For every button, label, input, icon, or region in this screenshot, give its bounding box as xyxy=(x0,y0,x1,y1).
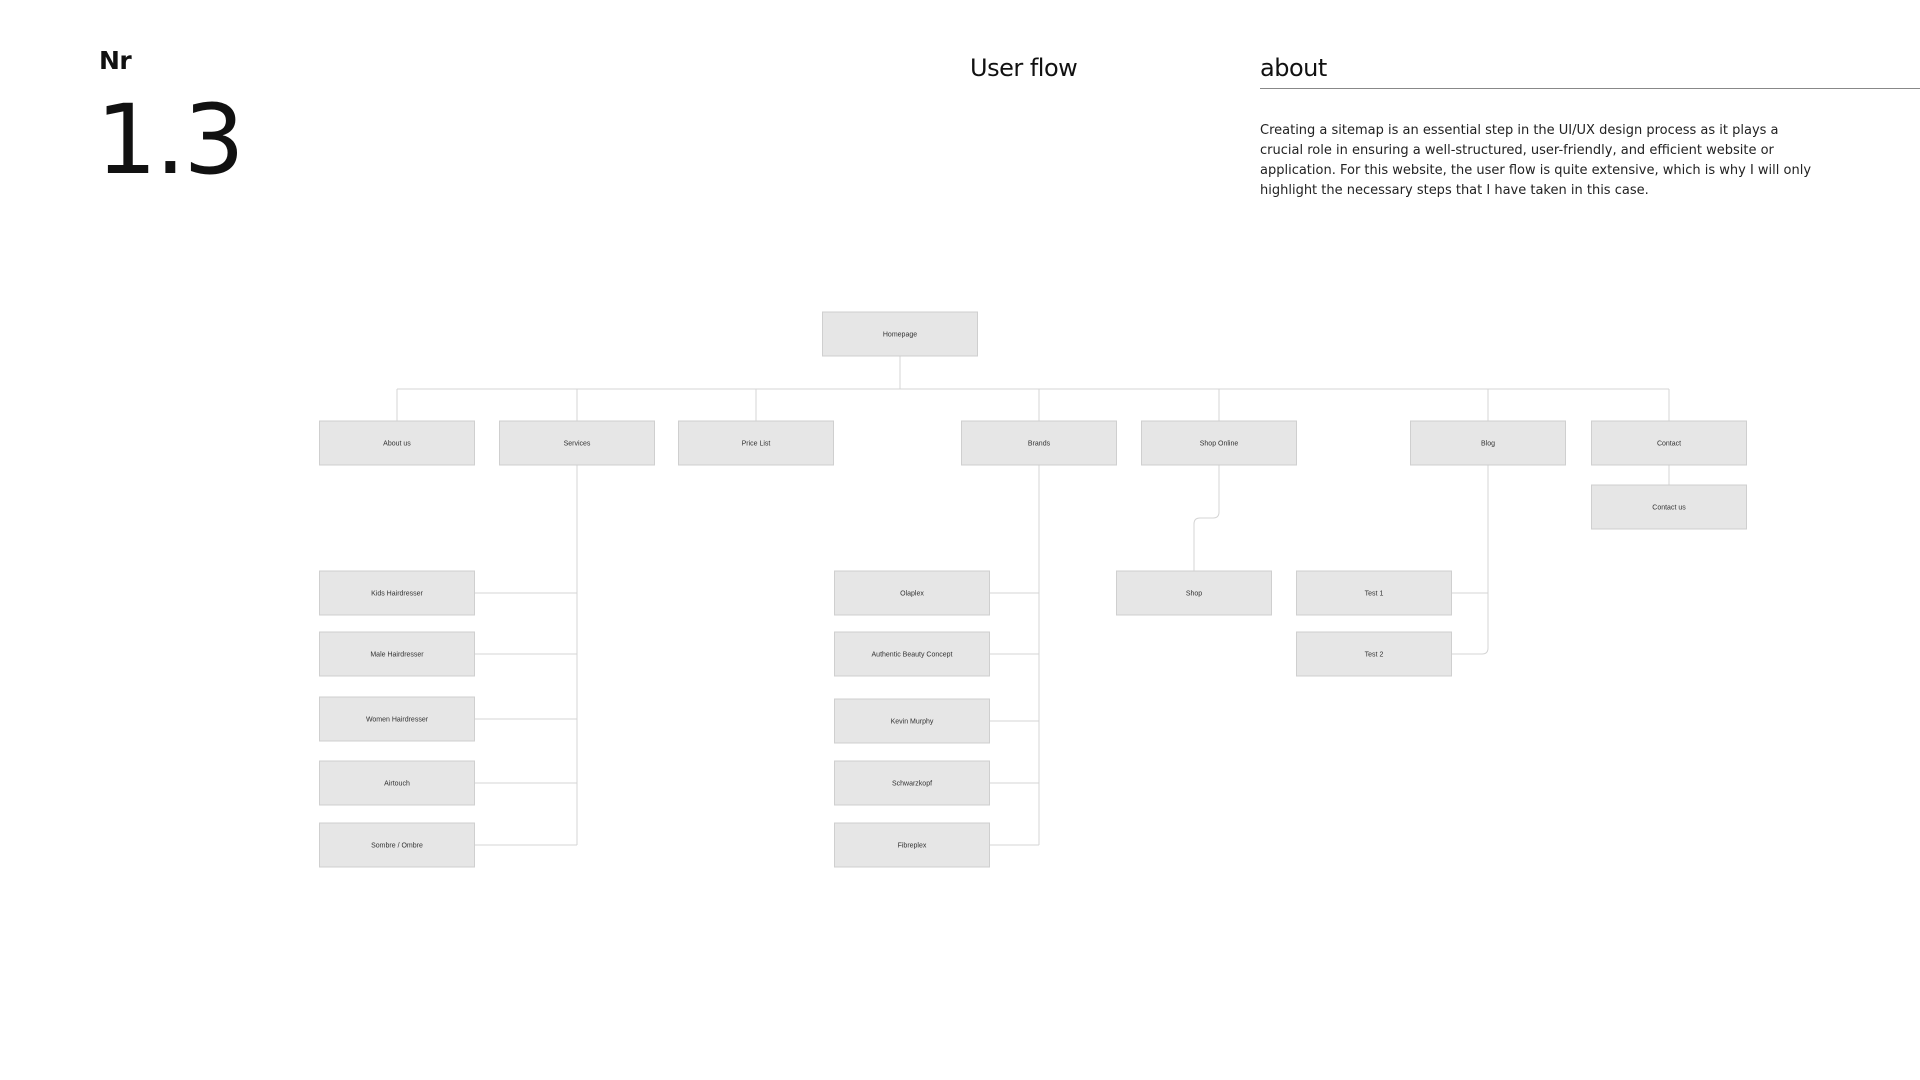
node-label: Male Hairdresser xyxy=(370,652,424,659)
node-shop-online: Shop Online xyxy=(1141,420,1297,466)
node-box xyxy=(1296,631,1452,677)
node-authentic-beauty-concept: Authentic Beauty Concept xyxy=(834,631,990,677)
node-label: Airtouch xyxy=(384,781,410,788)
node-box xyxy=(1410,420,1566,466)
node-schwarzkopf: Schwarzkopf xyxy=(834,760,990,806)
node-label: Test 2 xyxy=(1365,652,1384,659)
section-number: 1.3 xyxy=(96,84,245,196)
node-kevin-murphy: Kevin Murphy xyxy=(834,698,990,744)
node-box xyxy=(1141,420,1297,466)
about-description: Creating a sitemap is an essential step … xyxy=(1260,123,1812,198)
about-divider xyxy=(1260,88,1920,89)
section-title: User flow xyxy=(970,54,1078,82)
node-box xyxy=(678,420,834,466)
node-label: Authentic Beauty Concept xyxy=(872,652,953,659)
node-label: Schwarzkopf xyxy=(892,781,932,788)
node-label: Brands xyxy=(1028,441,1051,448)
node-contact: Contact xyxy=(1591,420,1747,466)
node-about-us: About us xyxy=(319,420,475,466)
node-label: Shop xyxy=(1186,591,1202,598)
node-box xyxy=(499,420,655,466)
node-label: About us xyxy=(383,441,411,448)
node-box xyxy=(1591,420,1747,466)
node-label: Services xyxy=(564,441,591,448)
node-label: Contact xyxy=(1657,441,1681,448)
node-fibreplex: Fibreplex xyxy=(834,822,990,868)
node-label: Price List xyxy=(742,441,771,448)
node-label: Shop Online xyxy=(1200,441,1239,448)
node-test-2: Test 2 xyxy=(1296,631,1452,677)
node-box xyxy=(1296,570,1452,616)
node-kids-hairdresser: Kids Hairdresser xyxy=(319,570,475,616)
node-services: Services xyxy=(499,420,655,466)
node-contact-us: Contact us xyxy=(1591,484,1747,530)
node-shop: Shop xyxy=(1116,570,1272,616)
node-olaplex: Olaplex xyxy=(834,570,990,616)
node-box xyxy=(834,698,990,744)
node-box xyxy=(319,822,475,868)
node-sombre-ombre: Sombre / Ombre xyxy=(319,822,475,868)
node-label: Kevin Murphy xyxy=(891,719,934,726)
node-box xyxy=(834,631,990,677)
node-test-1: Test 1 xyxy=(1296,570,1452,616)
node-homepage: Homepage xyxy=(822,311,978,357)
node-box xyxy=(1591,484,1747,530)
node-women-hairdresser: Women Hairdresser xyxy=(319,696,475,742)
node-label: Homepage xyxy=(883,332,917,339)
number-label: Nr xyxy=(99,46,132,75)
node-brands: Brands xyxy=(961,420,1117,466)
node-box xyxy=(834,822,990,868)
blog-spine xyxy=(1481,465,1489,655)
node-male-hairdresser: Male Hairdresser xyxy=(319,631,475,677)
node-box xyxy=(834,570,990,616)
node-box xyxy=(319,696,475,742)
node-price-list: Price List xyxy=(678,420,834,466)
node-label: Blog xyxy=(1481,441,1495,448)
node-box xyxy=(961,420,1117,466)
node-label: Test 1 xyxy=(1365,591,1384,598)
node-box xyxy=(319,420,475,466)
about-title: about xyxy=(1260,54,1327,82)
node-box xyxy=(834,760,990,806)
node-label: Contact us xyxy=(1652,505,1686,512)
shop-connector xyxy=(1193,465,1220,571)
node-box xyxy=(822,311,978,357)
node-box xyxy=(319,570,475,616)
node-box xyxy=(319,631,475,677)
node-box xyxy=(319,760,475,806)
node-label: Women Hairdresser xyxy=(366,717,429,724)
node-label: Fibreplex xyxy=(898,843,927,850)
node-box xyxy=(1116,570,1272,616)
node-airtouch: Airtouch xyxy=(319,760,475,806)
node-label: Kids Hairdresser xyxy=(371,591,423,598)
sitemap-connectors xyxy=(396,356,1670,846)
node-label: Sombre / Ombre xyxy=(371,843,423,850)
node-blog: Blog xyxy=(1410,420,1566,466)
node-label: Olaplex xyxy=(900,591,924,598)
